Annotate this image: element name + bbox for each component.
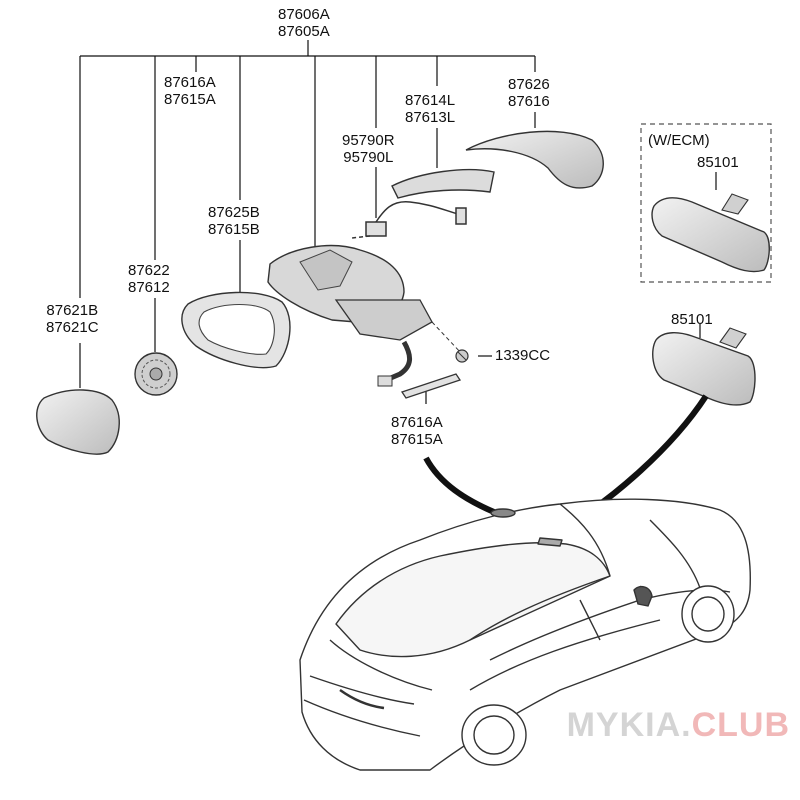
garnish-part-number: 87616A 87615A <box>391 414 443 448</box>
inside-mirror-part-number: 85101 <box>671 311 713 328</box>
inside-mirror-ecm-code-1: 85101 <box>697 154 739 171</box>
assembly-code-2: 87605A <box>278 23 330 40</box>
mirror-glass-part-number: 87621B 87621C <box>46 302 99 336</box>
mirror-frame-part-number: 87625B 87615B <box>208 204 260 238</box>
actuator-part <box>134 352 178 396</box>
mirror-glass-code-1: 87621B <box>46 302 99 319</box>
screw-part-number: 1339CC <box>495 347 550 364</box>
side-repeater-part <box>391 168 495 199</box>
wiring-code-1: 95790R <box>342 132 395 149</box>
inside-mirror-ecm-part <box>651 193 770 273</box>
wiring-code-2: 95790L <box>343 149 394 166</box>
watermark: MYKIA.CLUB <box>567 706 790 745</box>
scalp-cover-code-1: 87626 <box>508 76 550 93</box>
callout-arrow-left <box>423 456 496 515</box>
assembly-code-1: 87606A <box>278 6 330 23</box>
side-repeater-part-number: 87614L 87613L <box>405 92 455 126</box>
screw-part <box>455 349 469 363</box>
screw-code-1: 1339CC <box>495 347 551 364</box>
cover-sub-part-number: 87616A 87615A <box>164 74 216 108</box>
scalp-cover-code-2: 87616 <box>508 93 550 110</box>
mirror-housing-part <box>267 244 463 387</box>
ecm-option-label: (W/ECM) <box>648 132 710 149</box>
scalp-cover-part-number: 87626 87616 <box>508 76 550 110</box>
mirror-frame-code-1: 87625B <box>208 204 260 221</box>
assembly-part-number: 87606A 87605A <box>278 6 330 40</box>
side-repeater-code-1: 87614L <box>405 92 456 109</box>
mirror-frame-part <box>181 291 291 369</box>
inside-mirror-code-1: 85101 <box>671 311 713 328</box>
garnish-code-1: 87616A <box>391 414 443 431</box>
vehicle-outline <box>299 498 751 771</box>
assembly-leader-lines <box>79 40 536 404</box>
scalp-cover-part <box>465 130 604 189</box>
watermark-accent: CLUB <box>691 706 790 744</box>
actuator-code-2: 87612 <box>128 279 170 296</box>
garnish-code-2: 87615A <box>391 431 443 448</box>
mirror-glass-part <box>36 389 120 455</box>
garnish-part <box>400 373 462 399</box>
mirror-frame-code-2: 87615B <box>208 221 260 238</box>
actuator-code-1: 87622 <box>128 262 170 279</box>
side-repeater-code-2: 87613L <box>405 109 456 126</box>
ecm-option-box <box>640 123 772 283</box>
ecm-option-text: (W/ECM) <box>648 132 710 149</box>
actuator-part-number: 87622 87612 <box>128 262 170 296</box>
watermark-main: MYKIA. <box>566 706 692 744</box>
wiring-part <box>351 201 467 239</box>
inside-mirror-ecm-part-number: 85101 <box>697 154 739 171</box>
cover-sub-code-1: 87616A <box>164 74 216 91</box>
wiring-part-number: 95790R 95790L <box>342 132 395 166</box>
inside-mirror-part <box>652 324 756 406</box>
mirror-glass-code-2: 87621C <box>46 319 99 336</box>
cover-sub-code-2: 87615A <box>164 91 216 108</box>
